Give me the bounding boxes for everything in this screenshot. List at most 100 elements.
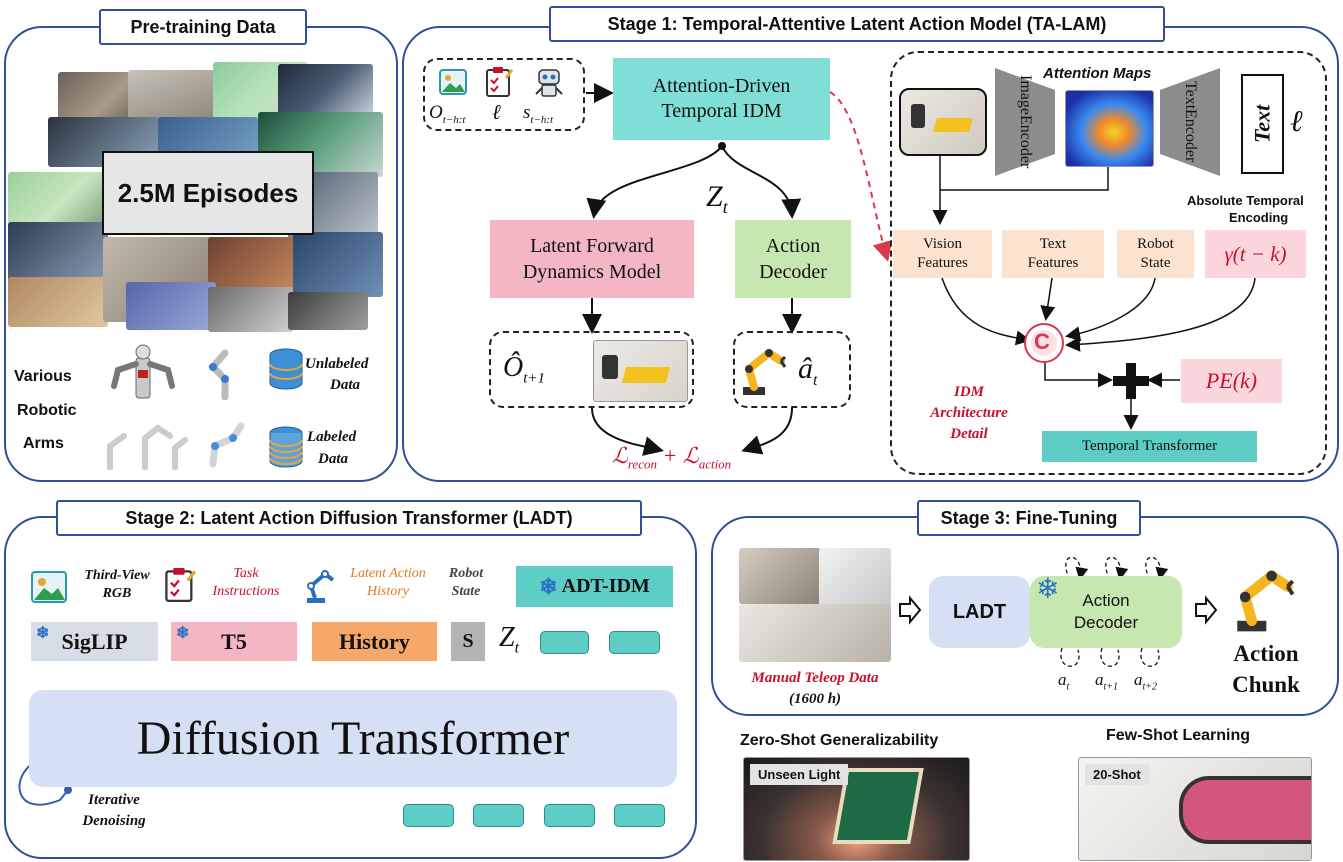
teleop-photo — [819, 548, 891, 606]
history-line-1: Latent Action — [350, 566, 426, 581]
latent-token — [540, 631, 589, 654]
stage2-title: Stage 2: Latent Action Diffusion Transfo… — [56, 500, 642, 536]
twenty-shot-photo: 20-Shot — [1078, 757, 1312, 861]
concat-icon — [1024, 323, 1064, 363]
ahat-sub: t — [813, 372, 818, 389]
concat-symbol: C — [1034, 329, 1050, 354]
at-text: a — [1058, 670, 1067, 689]
third-view-line-2: RGB — [102, 586, 132, 601]
teleop-photo — [739, 548, 821, 604]
stage3-action-decoder-box: ❄ Action Decoder — [1030, 575, 1182, 648]
vision-line-2: Features — [917, 255, 968, 271]
image-encoder-line-1: Image — [1017, 75, 1034, 116]
image-encoder-label: Image Encoder — [1000, 75, 1050, 168]
diffusion-transformer-box: Diffusion Transformer — [29, 690, 677, 787]
loss-sub2: action — [698, 456, 732, 472]
idm-detail-line-3: Detail — [950, 426, 988, 442]
s3-decoder-line-2: Decoder — [1073, 613, 1139, 632]
ur-arm-icon — [209, 422, 245, 468]
temporal-transformer-box: Temporal Transformer — [1042, 431, 1257, 462]
predicted-action-box — [733, 331, 851, 408]
at2-sub: t+2 — [1142, 681, 1158, 693]
arrow-c-plus — [1044, 360, 1113, 388]
text-encoder-trapezoid — [1160, 68, 1220, 176]
idm-detail-label: IDM Architecture Detail — [929, 382, 1009, 445]
arrow-robot-c — [1065, 277, 1156, 342]
gripper-shape — [602, 355, 618, 379]
label-tag: Unseen Light — [750, 764, 849, 785]
attention-maps-label: Attention Maps — [1043, 65, 1152, 82]
adt-idm-text: ADT-IDM — [561, 575, 650, 597]
ladt-box: LADT — [929, 576, 1030, 648]
task-instructions-label: Task Instructions — [200, 565, 292, 601]
teleop-label: Manual Teleop Data (1600 h) — [730, 668, 900, 710]
robot-line-1: Robot — [1137, 236, 1174, 252]
siglip-box: ❄ SigLIP — [31, 622, 158, 661]
unlabeled-label-1: Unlabeled — [305, 356, 369, 372]
input-o-text: O — [429, 102, 443, 123]
hollow-arrow-2 — [1195, 595, 1218, 625]
loop-bot-2 — [1100, 647, 1120, 667]
latent-token — [609, 631, 660, 654]
collage-photo — [8, 277, 108, 327]
input-s-sub: t−h:t — [530, 113, 554, 126]
output-token — [614, 804, 665, 827]
t5-text: T5 — [221, 628, 247, 654]
snowflake-icon: ❄ — [539, 573, 558, 599]
zt-text: Z — [706, 180, 723, 213]
gamma-encoding-box: γ(t − k) — [1205, 230, 1306, 278]
stage2-zt-sub: t — [514, 639, 520, 657]
ohat-sub: t+1 — [523, 370, 546, 387]
robot-state-line-2: State — [451, 584, 481, 599]
snowflake-icon: ❄ — [176, 625, 190, 642]
database-blue-icon — [269, 348, 303, 390]
teleop-line-1: Manual Teleop Data — [751, 670, 879, 686]
arrow-idm-decoder — [721, 145, 802, 219]
adt-idm-box: ❄ ADT-IDM — [516, 566, 673, 607]
loss-l1: ℒ — [612, 443, 628, 468]
at1-text: a — [1095, 670, 1104, 689]
history-line-2: History — [367, 584, 409, 599]
plus-icon — [1113, 363, 1149, 399]
arrow-ahat-loss — [741, 407, 793, 455]
idm-line-1: Attention-Driven — [652, 75, 791, 97]
collage-photo — [278, 64, 373, 119]
text-input-box: Text — [1241, 74, 1284, 174]
zt-sub: t — [722, 197, 728, 217]
input-s-label: st−h:t — [523, 102, 553, 126]
image-encoder-trapezoid — [995, 68, 1055, 176]
few-shot-title: Few-Shot Learning — [1106, 727, 1250, 744]
s3-decoder-line-1: Action — [1082, 591, 1130, 610]
stage1-title: Stage 1: Temporal-Attentive Latent Actio… — [549, 6, 1165, 42]
vision-line-1: Vision — [922, 236, 963, 252]
robot-line-2: State — [1140, 255, 1171, 271]
robot-arm-yellow-icon — [743, 349, 787, 395]
zero-shot-title: Zero-Shot Generalizability — [740, 732, 939, 749]
episodes-label: 2.5M Episodes — [102, 151, 314, 235]
input-o-label: Ot−h:t — [429, 102, 465, 126]
pretraining-title: Pre-training Data — [99, 9, 307, 45]
teleop-photo — [739, 604, 891, 662]
state-box: S — [451, 622, 485, 661]
idm-detail-line-2: Architecture — [930, 405, 1008, 421]
loss-label: ℒrecon + ℒaction — [612, 443, 731, 472]
task-line-2: Instructions — [212, 584, 280, 599]
input-s-text: s — [523, 102, 531, 123]
action-at1-label: at+1 — [1095, 670, 1118, 692]
predicted-observation-box — [489, 331, 694, 408]
ell-symbol: ℓ — [1290, 105, 1303, 138]
single-arm-icon — [208, 349, 229, 400]
robot-state-box: Robot State — [1117, 230, 1194, 278]
arrow-ohat-loss — [591, 407, 664, 456]
label-tag: 20-Shot — [1085, 764, 1149, 785]
iterative-line-1: Iterative — [88, 792, 140, 808]
at2-text: a — [1134, 670, 1143, 689]
at1-sub: t+1 — [1103, 681, 1119, 693]
idm-detail-line-1: IDM — [953, 384, 984, 400]
history-box: History — [312, 622, 437, 661]
collage-photo — [293, 232, 383, 297]
attention-map-photo — [1065, 90, 1154, 167]
output-token — [473, 804, 524, 827]
collage-photo — [288, 292, 368, 330]
